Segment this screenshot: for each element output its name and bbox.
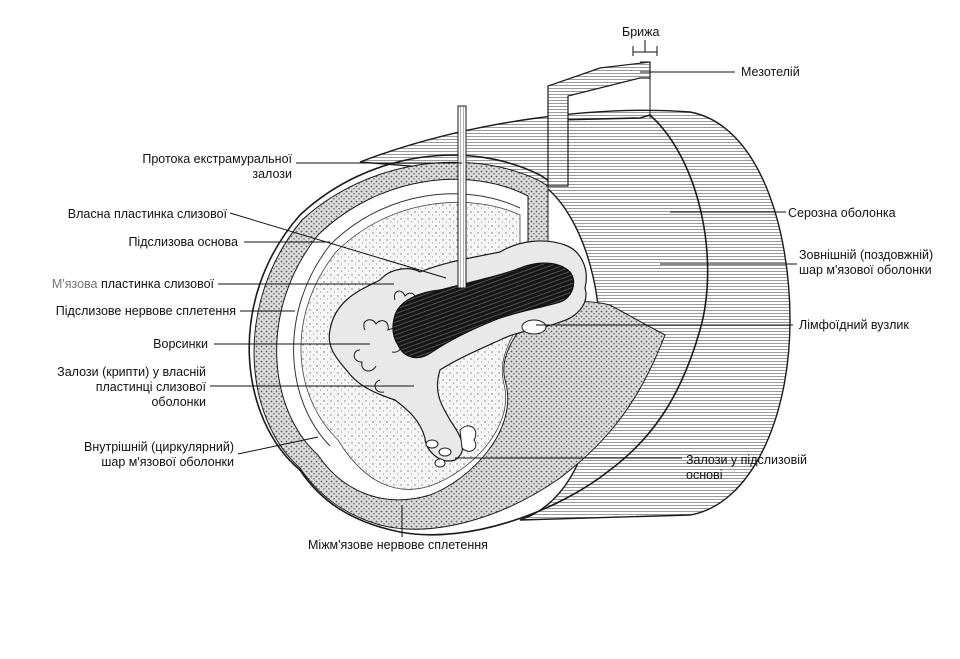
label-zalozy-pidslyzovii: Залози у підслизовій основі [686,453,807,483]
label-zalozy-pidslyzovii-line2: основі [686,468,723,482]
label-protoka-line2: залози [252,167,292,181]
submucosal-glands [425,425,477,468]
extramural-gland-duct [457,105,467,289]
label-mizhmiazove: Міжм'язове нервове сплетення [308,538,488,552]
label-vnutrishnii-line1: Внутрішній (циркулярний) [84,440,234,454]
label-vorsynky: Ворсинки [153,337,208,351]
label-zalozy-krypty-line1: Залози (крипти) у власній [57,365,206,379]
label-miazova-part-a: М'язова [51,277,98,291]
label-mezoteliy: Мезотелій [741,65,800,79]
label-miazova-plastynka: М'язова пластинка слизової [52,277,214,292]
label-miazova-part-b: пластинка слизової [97,277,214,291]
mesentery [547,61,651,187]
lymphoid-nodule [521,319,547,335]
leader-lines [210,71,797,537]
label-protoka-line1: Протока екстрамуральної [142,152,292,166]
serosa-outer-ring [248,114,709,536]
label-zovnishnii-line1: Зовнішній (поздовжній) [799,248,934,262]
label-pidslyzova-osnova: Підслизова основа [128,235,238,249]
label-vlasna-plastynka: Власна пластинка слизової [67,207,227,221]
mesentery-bracket [632,40,658,56]
label-zalozy-pidslyzovii-line1: Залози у підслизовій [686,453,807,467]
label-zovnishnii-line2: шар м'язової оболонки [799,263,932,277]
label-protoka: Протока екстрамуральної залози [142,152,292,182]
label-zalozy-krypty-line2: пластинці слизової [95,380,206,394]
label-vnutrishnii: Внутрішній (циркулярний) шар м'язової об… [84,440,234,470]
label-zalozy-krypty-line3: оболонки [151,395,206,409]
lumen [392,262,575,359]
label-seroza: Серозна оболонка [788,206,896,220]
label-zovnishnii: Зовнішній (поздовжній) шар м'язової обол… [799,248,933,278]
label-vnutrishnii-line2: шар м'язової оболонки [101,455,234,469]
label-zalozy-krypty: Залози (крипти) у власній пластинці слиз… [57,365,206,410]
label-limfoidnyi: Лімфоїдний вузлик [799,318,909,332]
label-pidslyzove-spletennia: Підслизове нервове сплетення [55,304,236,318]
label-bryzha: Брижа [622,25,660,39]
